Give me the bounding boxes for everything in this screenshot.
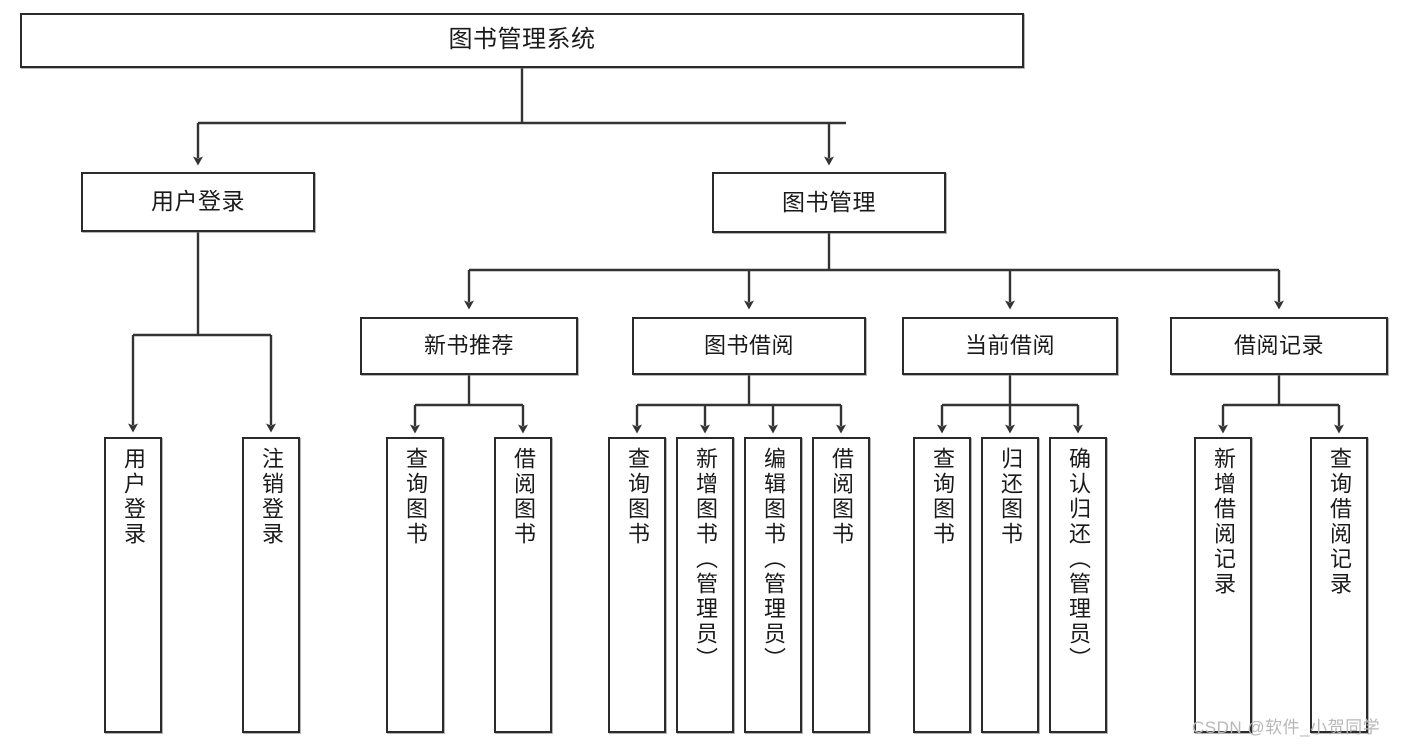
node-leaf-borrow-book-1[interactable]: 借阅图书 (494, 437, 552, 733)
node-label: 用户登录 (121, 447, 146, 547)
node-label: 归还图书 (998, 447, 1023, 547)
node-leaf-add-borrow-record[interactable]: 新增借阅记录 (1194, 437, 1252, 733)
node-current-borrow[interactable]: 当前借阅 (902, 317, 1118, 375)
node-label: 编辑图书（管理员） (761, 447, 786, 672)
node-user-login[interactable]: 用户登录 (81, 172, 315, 232)
watermark: CSDN @软件_小贺同学 (1192, 718, 1381, 737)
node-label: 借阅图书 (511, 447, 536, 547)
node-leaf-logout-login[interactable]: 注销登录 (242, 437, 300, 733)
node-borrow-record[interactable]: 借阅记录 (1170, 317, 1388, 375)
node-leaf-add-book[interactable]: 新增图书（管理员） (676, 437, 734, 733)
node-leaf-query-book-2[interactable]: 查询图书 (608, 437, 666, 733)
node-leaf-confirm-return[interactable]: 确认归还（管理员） (1049, 437, 1107, 733)
node-label: 新书推荐 (423, 333, 514, 359)
node-label: 图书管理系统 (448, 26, 596, 54)
node-leaf-edit-book[interactable]: 编辑图书（管理员） (744, 437, 802, 733)
node-leaf-return-book[interactable]: 归还图书 (981, 437, 1039, 733)
node-label: 查询图书 (930, 447, 955, 547)
node-leaf-query-book-3[interactable]: 查询图书 (913, 437, 971, 733)
node-book-borrow[interactable]: 图书借阅 (632, 317, 866, 375)
node-label: 借阅图书 (829, 447, 854, 547)
node-label: 当前借阅 (964, 333, 1055, 359)
node-leaf-borrow-book-2[interactable]: 借阅图书 (812, 437, 870, 733)
node-root-book-management-system[interactable]: 图书管理系统 (20, 13, 1024, 68)
node-label: 图书管理 (782, 188, 876, 215)
node-leaf-user-login[interactable]: 用户登录 (104, 437, 162, 733)
node-leaf-query-book-1[interactable]: 查询图书 (386, 437, 444, 733)
node-label: 查询图书 (403, 447, 428, 547)
node-label: 新增图书（管理员） (693, 447, 718, 672)
node-label: 新增借阅记录 (1211, 447, 1236, 597)
node-label: 图书借阅 (703, 333, 794, 359)
node-label: 用户登录 (151, 188, 245, 215)
node-label: 查询借阅记录 (1327, 447, 1352, 597)
node-label: 注销登录 (259, 447, 284, 547)
node-leaf-query-borrow-record[interactable]: 查询借阅记录 (1310, 437, 1368, 733)
node-label: 查询图书 (625, 447, 650, 547)
node-book-management[interactable]: 图书管理 (712, 172, 946, 233)
node-label: 借阅记录 (1233, 333, 1324, 359)
node-new-book-recommend[interactable]: 新书推荐 (360, 317, 578, 375)
node-label: 确认归还（管理员） (1066, 447, 1091, 672)
